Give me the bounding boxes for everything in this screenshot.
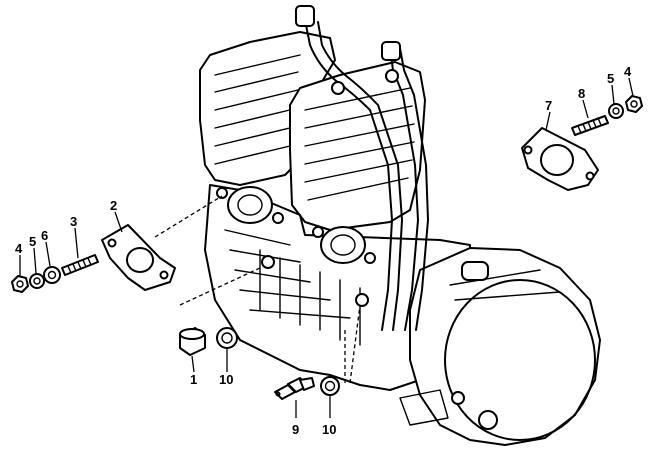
callout-right-gasket: 7 [545,98,552,113]
callout-left-stud: 3 [70,214,77,229]
front-cylinder-head [289,61,426,231]
callout-numbers: 4 5 6 3 2 1 10 9 10 7 8 5 4 [15,64,632,437]
left-nut [11,275,29,293]
left-lockwasher [29,273,45,289]
right-stud [571,115,609,136]
left-exhaust-hardware [11,224,176,293]
left-washer [43,266,61,284]
drain-port [261,255,275,269]
callout-left-nut: 4 [15,241,23,256]
right-lockwasher [608,103,624,119]
magneto-cover [409,247,601,446]
front-plug-cap [381,41,401,61]
callout-sensor-washer: 10 [322,422,336,437]
left-stud [61,254,99,276]
drain-washer [216,327,238,349]
callout-right-nut: 4 [624,64,632,79]
callout-drain-washer: 10 [219,372,233,387]
left-gasket [101,224,176,291]
rear-plug-cap [295,5,315,27]
callout-drain-plug: 1 [190,372,197,387]
callout-left-lockwasher: 5 [29,234,36,249]
callout-sensor: 9 [292,422,299,437]
sensor-washer [320,376,340,396]
alignment-lines [154,195,361,385]
callout-right-lockwasher: 5 [607,71,614,86]
right-exhaust-hardware [521,95,643,191]
callout-left-gasket: 2 [110,198,117,213]
right-nut [625,95,643,113]
drain-plug-assembly [179,327,340,400]
front-exhaust-port [320,226,366,264]
callout-right-stud: 8 [578,86,585,101]
sensor [274,377,315,400]
right-gasket [521,127,599,191]
rear-exhaust-port [227,186,273,224]
sensor-port [355,293,369,307]
drain-plug [179,327,206,356]
callout-left-washer: 6 [41,228,48,243]
callout-leaders [19,77,634,418]
spark-plug-wires [295,5,429,331]
